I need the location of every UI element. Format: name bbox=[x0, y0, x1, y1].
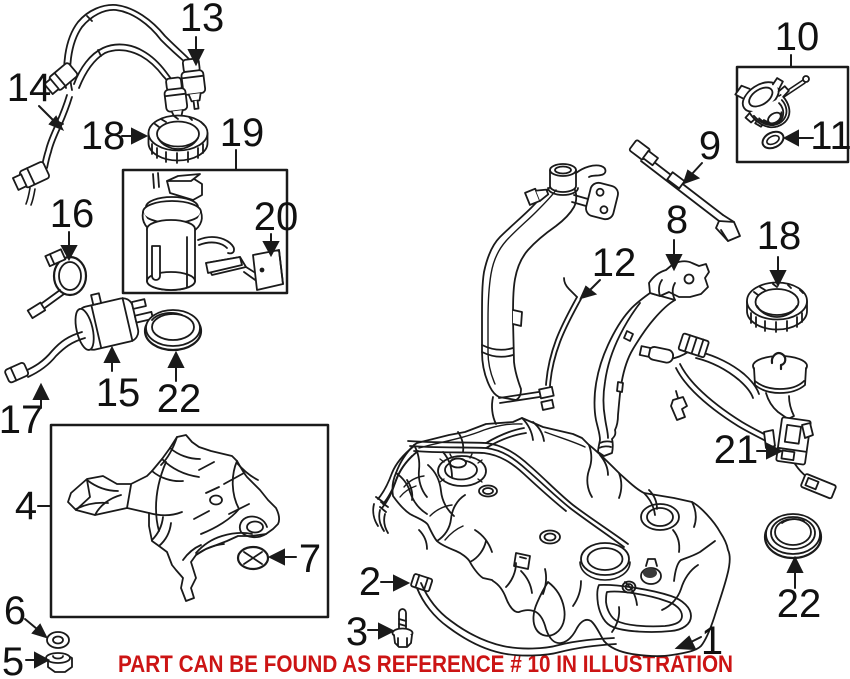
svg-text:20: 20 bbox=[254, 195, 299, 239]
svg-text:2: 2 bbox=[359, 560, 381, 604]
svg-text:18: 18 bbox=[757, 214, 802, 258]
svg-text:19: 19 bbox=[220, 111, 265, 155]
svg-text:10: 10 bbox=[775, 15, 820, 59]
svg-text:22: 22 bbox=[157, 377, 202, 421]
svg-text:21: 21 bbox=[714, 428, 759, 472]
svg-text:12: 12 bbox=[592, 241, 637, 285]
svg-text:17: 17 bbox=[0, 398, 43, 442]
svg-text:9: 9 bbox=[699, 124, 721, 168]
svg-text:6: 6 bbox=[4, 589, 26, 633]
svg-text:8: 8 bbox=[666, 198, 688, 242]
svg-text:3: 3 bbox=[346, 610, 368, 654]
svg-text:15: 15 bbox=[96, 371, 141, 415]
svg-text:18: 18 bbox=[81, 114, 126, 158]
svg-text:11: 11 bbox=[810, 114, 850, 158]
svg-text:22: 22 bbox=[777, 582, 822, 626]
svg-text:5: 5 bbox=[2, 640, 24, 679]
svg-text:16: 16 bbox=[50, 192, 95, 236]
svg-text:14: 14 bbox=[7, 66, 52, 110]
svg-text:13: 13 bbox=[180, 0, 225, 40]
svg-text:PART CAN BE FOUND AS REFERENCE: PART CAN BE FOUND AS REFERENCE # 10 IN I… bbox=[118, 651, 733, 678]
svg-text:1: 1 bbox=[701, 619, 723, 663]
svg-text:7: 7 bbox=[299, 537, 321, 581]
svg-text:4: 4 bbox=[15, 484, 37, 528]
